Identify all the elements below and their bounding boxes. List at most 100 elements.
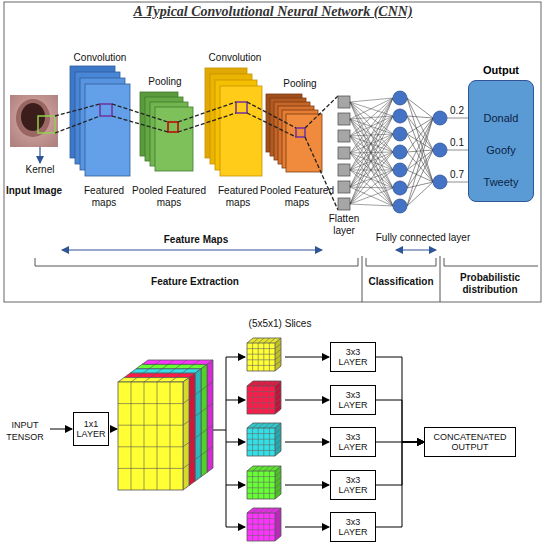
node-text: Output <box>469 64 533 77</box>
span-arrow <box>62 249 322 250</box>
connector-arrow <box>376 442 424 485</box>
node-text: 3x3 LAYER <box>336 432 370 452</box>
flow-arrow <box>226 400 245 401</box>
flow-arrow <box>50 429 72 430</box>
green-slice <box>247 466 281 499</box>
flow-arrow <box>285 357 329 358</box>
text-label: Kernel <box>20 164 60 176</box>
neuron-layer <box>393 91 447 213</box>
cube-slice-top <box>142 360 213 364</box>
flatten-unit <box>338 147 350 159</box>
text-label: INPUT TENSOR <box>2 419 48 443</box>
text-label: Pooling <box>140 76 190 88</box>
flatten-unit <box>338 181 350 193</box>
cube-slice-side <box>183 378 189 490</box>
input-image <box>10 95 58 147</box>
panel-border <box>4 2 541 302</box>
text-label: Classification <box>364 276 438 288</box>
text-label: Input Image <box>2 185 66 197</box>
node-text: CONCATENATED OUTPUT <box>430 432 510 452</box>
cube-slice-top <box>118 378 189 382</box>
feature-map <box>85 84 130 176</box>
flatten-unit <box>338 164 350 176</box>
yellow-slice <box>247 338 281 371</box>
node-text: Goofy <box>469 144 533 157</box>
text-label: Featured maps <box>212 185 264 209</box>
text-label: Feature Extraction <box>130 276 260 288</box>
pooled-map <box>155 107 193 171</box>
red-slice <box>247 381 281 414</box>
kernel-arrow <box>39 147 40 163</box>
text-label: Fully connected layer <box>368 232 478 244</box>
flow-arrow <box>285 442 329 443</box>
output-box: CONCATENATED OUTPUT <box>424 427 516 457</box>
node-text: 3x3 LAYER <box>336 347 370 367</box>
flow-arrows <box>50 357 329 527</box>
lesion <box>21 103 45 131</box>
text-label: Convolution <box>65 52 135 64</box>
node-text: 1x1 LAYER <box>75 419 107 439</box>
dense-connection <box>407 98 468 206</box>
text-label: Featured maps <box>78 185 130 209</box>
cube-slice-side <box>201 364 207 476</box>
output-box: OutputDonaldGoofyTweety <box>468 80 534 202</box>
receptive-field <box>168 122 178 132</box>
kernel-window <box>38 116 55 133</box>
section-bracket <box>35 258 538 266</box>
flow-arrow <box>285 485 329 486</box>
receptive-field <box>296 128 305 137</box>
node-text: Donald <box>469 112 533 125</box>
text-label: Pooled Featured maps <box>260 185 334 209</box>
pooled-map-stack <box>266 94 322 172</box>
cube-front <box>118 382 183 490</box>
receptive-field <box>236 102 247 113</box>
section-divider <box>362 256 440 302</box>
cube-slice-side <box>207 360 213 472</box>
split-line <box>213 357 226 527</box>
projection-line <box>55 96 338 210</box>
output-neuron <box>433 175 447 189</box>
lesion-halo <box>16 99 50 137</box>
cyan-slice <box>247 423 281 456</box>
flatten-unit <box>338 96 350 108</box>
text-label: Pooling <box>275 78 325 90</box>
text-label: Feature Maps <box>146 234 246 246</box>
neuron <box>393 91 407 105</box>
output-neuron <box>433 111 447 125</box>
flow-arrow <box>285 400 329 401</box>
connector-arrow <box>376 357 424 442</box>
cube-slice-top <box>136 364 207 368</box>
cube-grid <box>118 360 213 490</box>
feature-map <box>220 86 262 176</box>
flow-arrow <box>226 357 245 358</box>
node-text: Tweety <box>469 176 533 189</box>
flow-arrow <box>226 442 245 443</box>
neuron <box>393 181 407 195</box>
diagram-title: A Typical Convolutional Neural Network (… <box>0 4 546 20</box>
flatten-unit <box>338 198 350 210</box>
layer-box: 1x1 LAYER <box>73 412 109 446</box>
cube-slice-top <box>130 369 201 373</box>
text-label: Pooled Featured maps <box>132 185 206 209</box>
dense-connection <box>350 98 393 206</box>
neuron <box>393 109 407 123</box>
connector-arrow <box>376 400 424 442</box>
flatten-layer <box>338 96 350 210</box>
neuron <box>393 199 407 213</box>
flatten-unit <box>338 130 350 142</box>
node-text: 3x3 LAYER <box>336 390 370 410</box>
flow-arrow <box>285 527 329 528</box>
feature-map-stack <box>205 68 262 176</box>
layer-box: 3x3 LAYER <box>330 427 376 457</box>
text-label: 0.1 <box>446 137 468 149</box>
text-label: Probabilistic distribution <box>442 272 538 296</box>
flow-arrow <box>226 485 245 486</box>
text-label: 0.7 <box>446 169 468 181</box>
tensor-cube <box>118 360 213 490</box>
span-arrow <box>396 249 436 250</box>
connector-arrow <box>376 442 424 527</box>
cube-slice-side <box>189 373 195 485</box>
neuron <box>393 127 407 141</box>
receptive-field <box>100 104 112 116</box>
